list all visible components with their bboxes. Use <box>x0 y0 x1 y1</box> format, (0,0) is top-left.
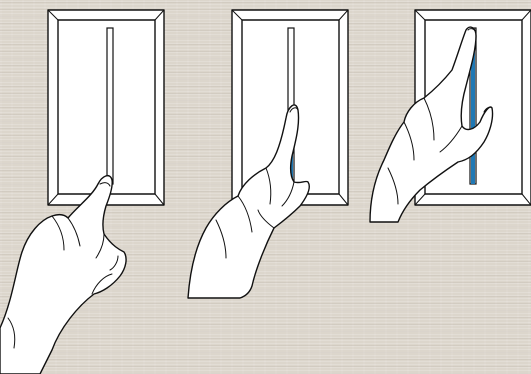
slider-fill-bar <box>471 38 475 184</box>
slider-panel-idle <box>47 9 165 206</box>
hand-1 <box>0 174 127 374</box>
hand-3 <box>369 26 494 223</box>
slider-track <box>106 27 114 185</box>
hand-2 <box>187 104 310 299</box>
